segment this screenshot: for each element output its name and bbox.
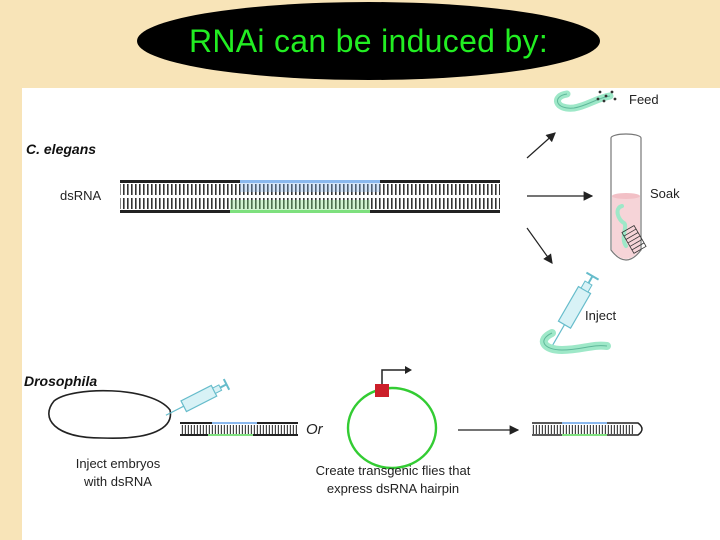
injection-syringe-icon xyxy=(551,271,600,347)
caption-right-line-1: Create transgenic flies that xyxy=(315,463,471,478)
method-soak-label: Soak xyxy=(650,186,680,201)
rnai-diagram-svg xyxy=(48,90,647,470)
or-label: Or xyxy=(306,421,323,438)
caption-left-line-2: with dsRNA xyxy=(84,474,152,489)
caption-left-line-1: Inject embryos xyxy=(75,456,161,471)
embryo-syringe-icon xyxy=(165,378,231,416)
inject-arrow xyxy=(526,227,553,264)
embryo-icon xyxy=(48,389,172,439)
dsrna-molecule xyxy=(120,180,500,213)
diagram-panel: C. elegans dsRNA Feed Soak Inject Drosop… xyxy=(22,88,720,540)
slide-title: RNAi can be induced by: xyxy=(188,22,549,59)
plasmid-icon xyxy=(346,366,438,470)
test-tube-icon xyxy=(610,133,647,261)
c-elegans-label: C. elegans xyxy=(26,141,97,157)
method-inject-label: Inject xyxy=(585,308,617,323)
injected-worm-icon xyxy=(539,329,611,355)
drosophila-label: Drosophila xyxy=(24,373,98,389)
transgenic-caption: Create transgenic flies that express dsR… xyxy=(303,462,483,498)
feeding-worm-icon xyxy=(554,90,617,112)
dsrna-label: dsRNA xyxy=(60,188,102,203)
method-feed-label: Feed xyxy=(629,92,659,107)
feed-arrow xyxy=(526,132,556,159)
title-oval: RNAi can be induced by: xyxy=(137,2,600,80)
dsrna-small-left xyxy=(180,422,298,436)
dsrna-hairpin xyxy=(532,422,643,436)
caption-right-line-2: express dsRNA hairpin xyxy=(326,481,460,496)
inject-embryos-caption: Inject embryos with dsRNA xyxy=(58,455,178,491)
